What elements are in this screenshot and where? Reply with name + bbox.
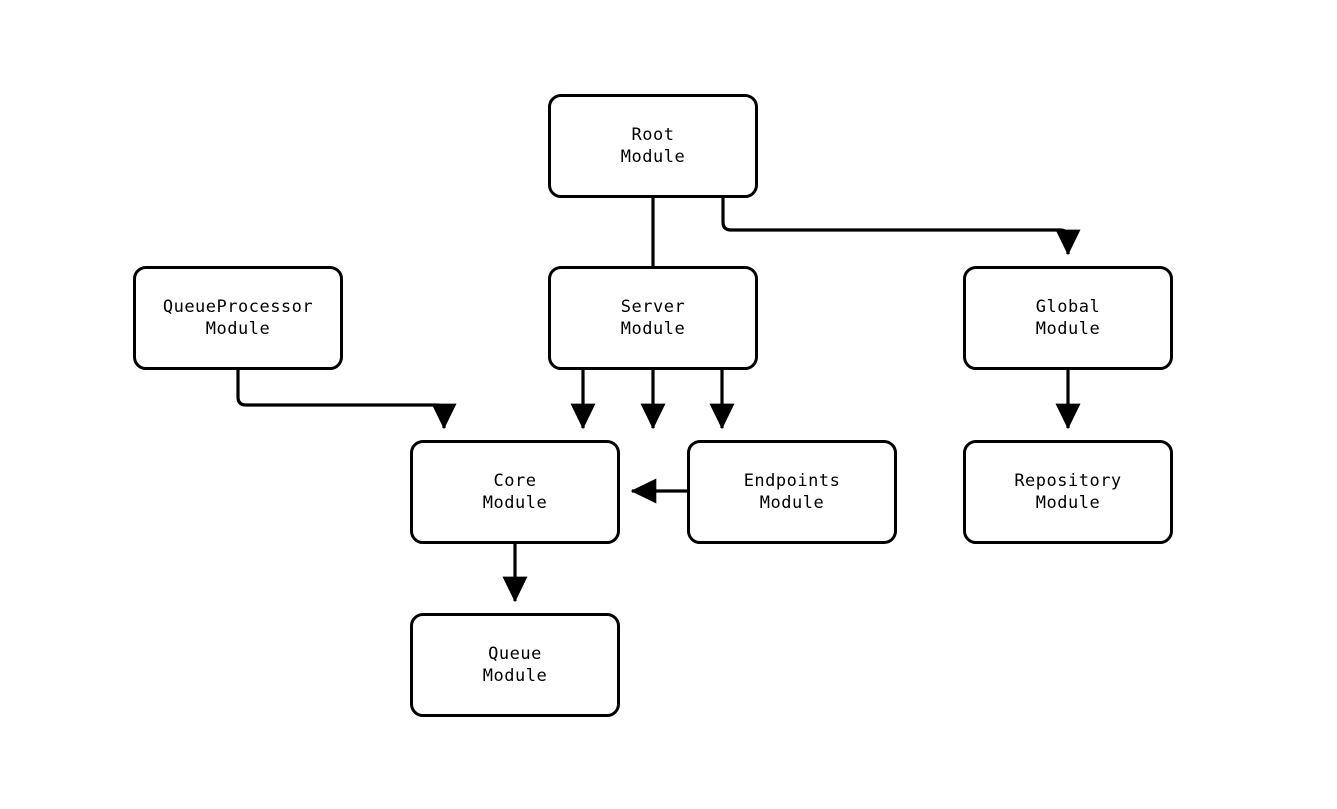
node-queueprocessor-module-line2: Module [205,319,271,339]
node-repository-module-line1: Repository [1014,471,1122,491]
node-core-module-line1: Core [493,471,537,491]
node-server-module-line2: Module [620,319,686,339]
node-global-module[interactable]: Global Module [963,266,1173,370]
node-queue-module-line1: Queue [488,644,542,664]
node-endpoints-module-line1: Endpoints [743,471,841,491]
edge-queueprocessor-to-core [236,370,457,430]
node-endpoints-module[interactable]: Endpoints Module [687,440,897,544]
node-global-module-line1: Global [1035,297,1101,317]
node-server-module-line1: Server [620,297,686,317]
edge-root-to-global [721,197,1081,256]
node-repository-module-line2: Module [1035,493,1101,513]
node-root-module-line1: Root [631,125,675,145]
node-queue-module[interactable]: Queue Module [410,613,620,717]
node-repository-module[interactable]: Repository Module [963,440,1173,544]
node-queueprocessor-module[interactable]: QueueProcessor Module [133,266,343,370]
node-global-module-line2: Module [1035,319,1101,339]
node-server-module[interactable]: Server Module [548,266,758,370]
node-core-module[interactable]: Core Module [410,440,620,544]
node-root-module-line2: Module [620,147,686,167]
node-queueprocessor-module-line1: QueueProcessor [162,297,314,317]
node-endpoints-module-line2: Module [759,493,825,513]
node-queue-module-line2: Module [482,666,548,686]
node-core-module-line2: Module [482,493,548,513]
node-root-module[interactable]: Root Module [548,94,758,198]
